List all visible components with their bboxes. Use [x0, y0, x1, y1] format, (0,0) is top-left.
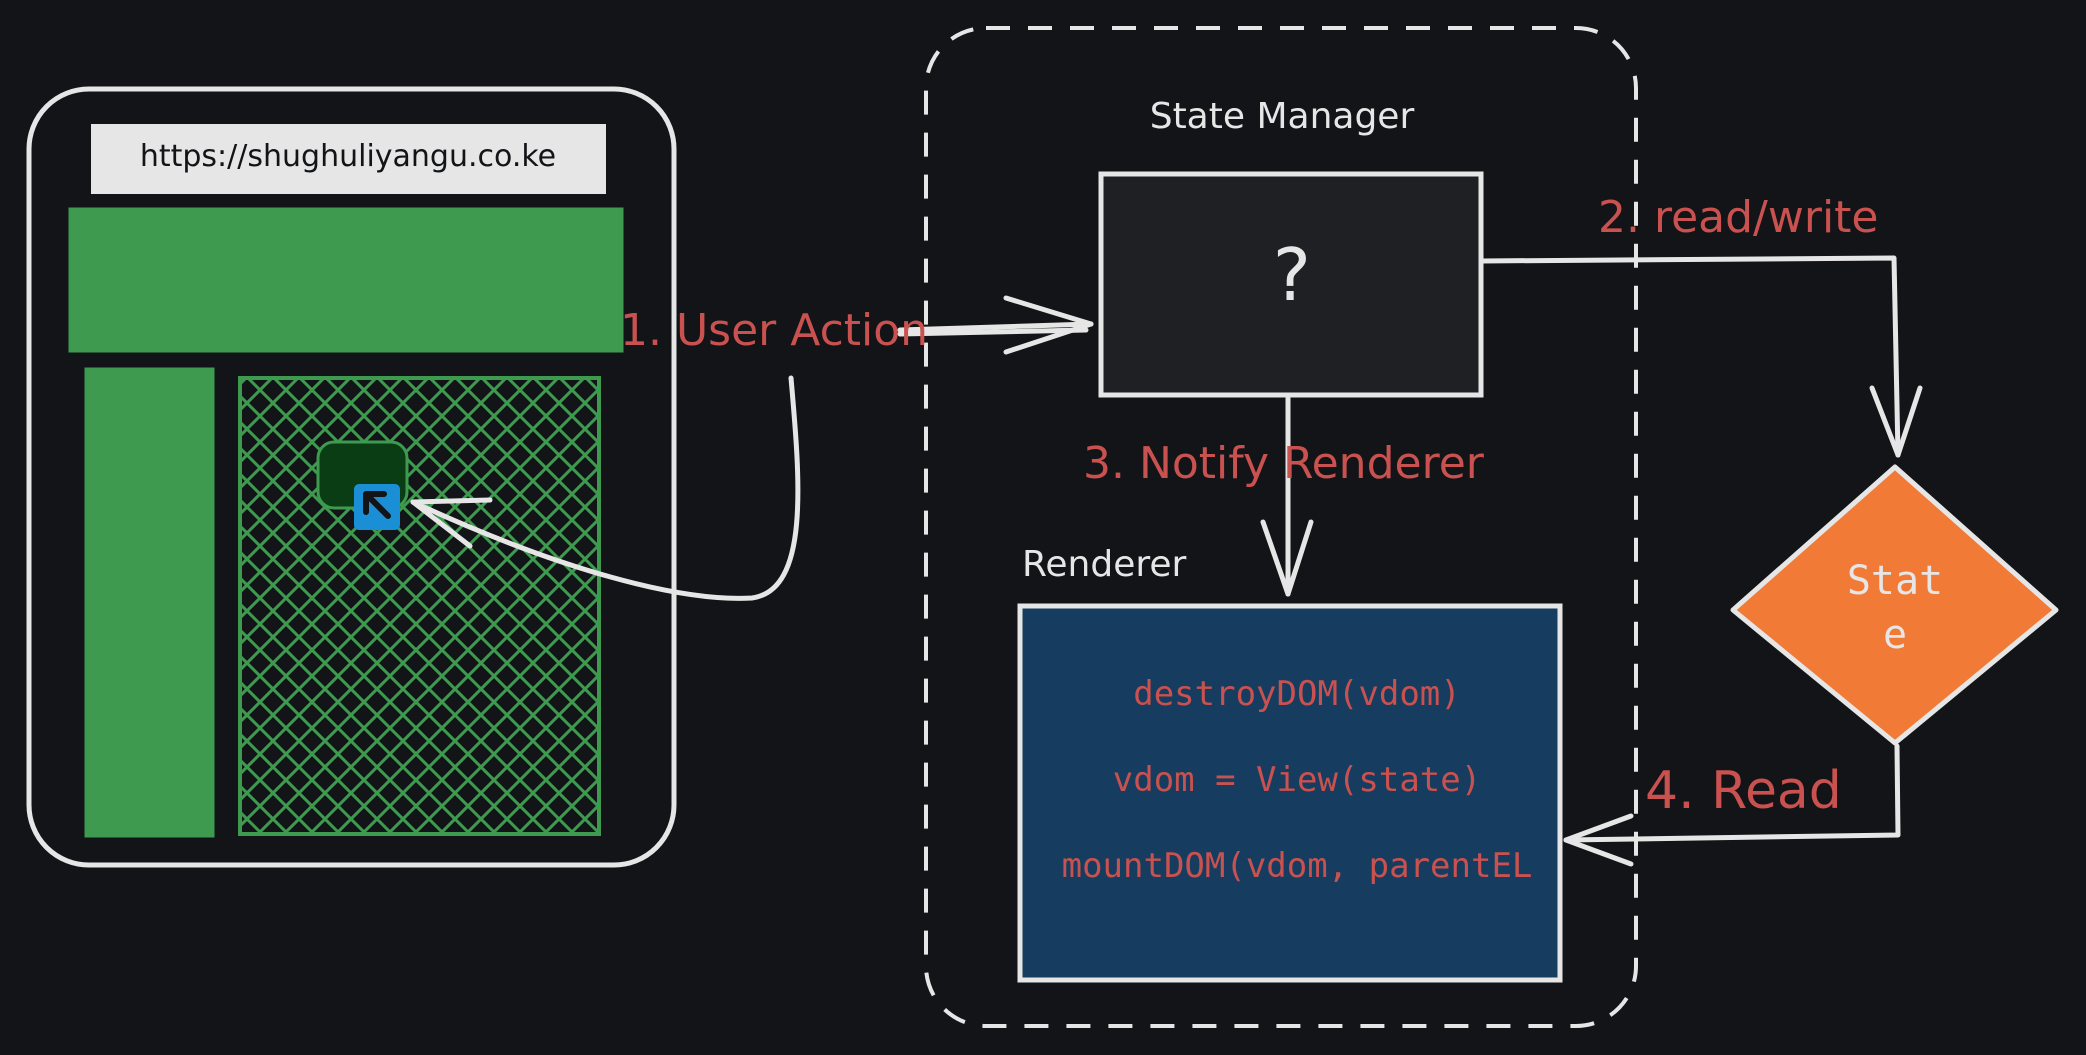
state-node: Stat e: [1730, 464, 2059, 746]
arrow-notify-renderer: [1260, 395, 1314, 597]
renderer-line-mount: mountDOM(vdom, parentEL: [1062, 846, 1533, 886]
url-text: https://shughuliyangu.co.ke: [140, 139, 556, 174]
page-sidebar-block: [84, 367, 215, 838]
arrow-user-action: [897, 295, 1094, 355]
arrow-read: [1563, 743, 1901, 867]
arrow-user-to-cursor: [410, 375, 801, 601]
state-manager-box: ?: [1098, 171, 1484, 398]
cursor-arrow-icon: [354, 484, 400, 530]
state-manager-label: State Manager: [1150, 96, 1415, 137]
state-label-line1: Stat: [1847, 558, 1943, 604]
step-read-write: 2. read/write: [1598, 192, 1879, 243]
system-boundary: [924, 26, 1638, 1028]
page-content-area: [238, 376, 601, 836]
arrow-read-write: [1479, 255, 1923, 458]
step-read: 4. Read: [1645, 761, 1842, 821]
step-user-action: 1. User Action: [620, 305, 928, 356]
url-bar[interactable]: https://shughuliyangu.co.ke: [91, 124, 606, 194]
state-label-line2: e: [1883, 612, 1907, 658]
renderer-line-view: vdom = View(state): [1113, 760, 1481, 800]
renderer-box: destroyDOM(vdom) vdom = View(state) moun…: [1017, 603, 1563, 983]
renderer-label: Renderer: [1022, 544, 1187, 585]
state-manager-unknown: ?: [1269, 233, 1312, 317]
browser-window: https://shughuliyangu.co.ke: [26, 86, 677, 868]
renderer-line-destroy: destroyDOM(vdom): [1133, 674, 1461, 714]
page-header-block: [68, 207, 624, 353]
step-notify-renderer: 3. Notify Renderer: [1083, 438, 1485, 489]
